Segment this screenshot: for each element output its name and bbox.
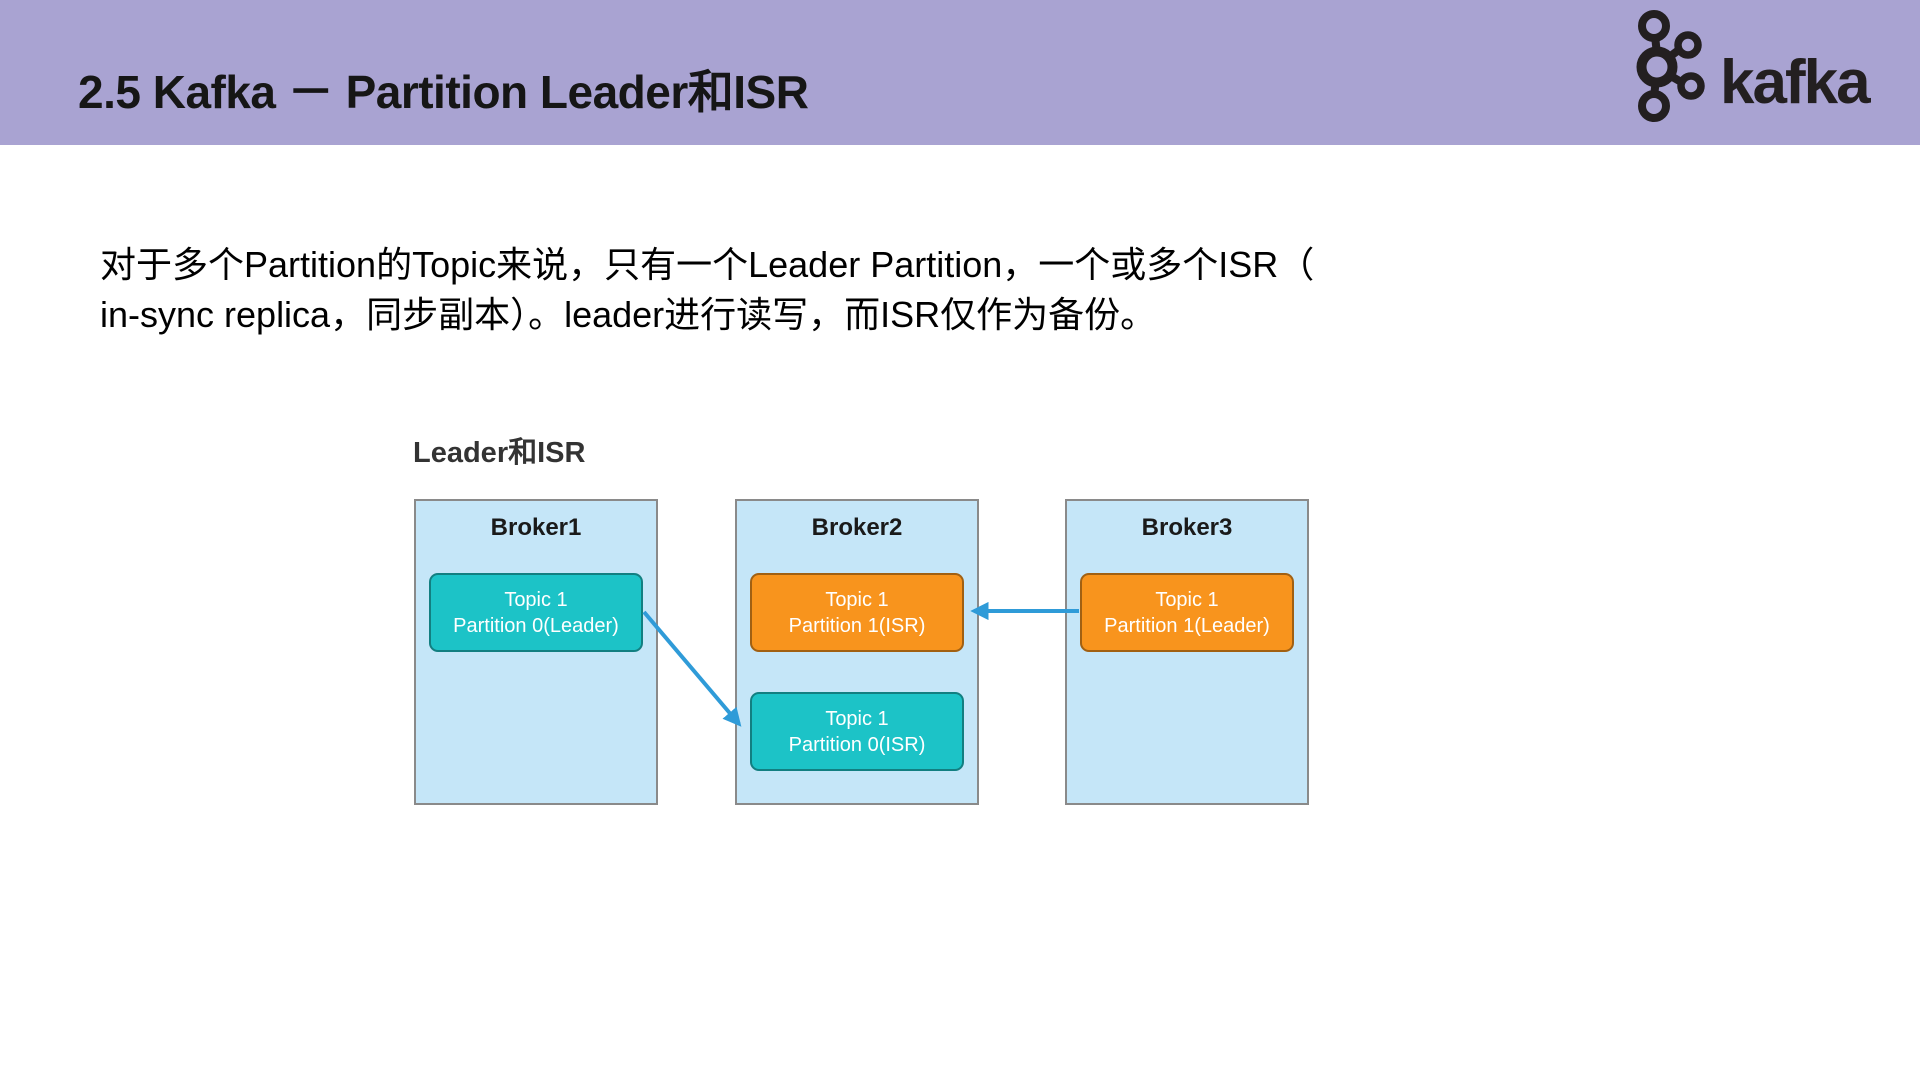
- kafka-logo: kafka: [1630, 6, 1890, 124]
- page-title: 2.5 Kafka － Partition Leader和ISR: [78, 65, 809, 118]
- broker1-box: Broker1 Topic 1 Partition 0(Leader): [414, 499, 658, 805]
- partition-line2: Partition 1(ISR): [788, 614, 926, 637]
- broker2-name: Broker2: [811, 514, 903, 541]
- body-text-line-2: in-sync replica，同步副本）。leader进行读写，而ISR仅作为…: [100, 294, 1157, 335]
- broker2-partition-topic1-p1-isr: Topic 1 Partition 1(ISR): [750, 573, 964, 652]
- header-bar: 2.5 Kafka － Partition Leader和ISR kafka: [0, 0, 1920, 145]
- broker2-partition-topic1-p0-isr: Topic 1 Partition 0(ISR): [750, 692, 964, 771]
- partition-line1: Topic 1: [825, 588, 889, 611]
- body-text-line-1: 对于多个Partition的Topic来说，只有一个Leader Partiti…: [100, 244, 1315, 285]
- broker1-name: Broker1: [490, 514, 582, 541]
- replication-arrow-partition0: [642, 610, 742, 727]
- partition-line2: Partition 0(Leader): [453, 614, 619, 637]
- broker3-name: Broker3: [1141, 514, 1233, 541]
- broker3-partition-topic1-p1-leader: Topic 1 Partition 1(Leader): [1080, 573, 1294, 652]
- kafka-logo-icon: kafka: [1636, 10, 1873, 122]
- broker3-box: Broker3 Topic 1 Partition 1(Leader): [1065, 499, 1309, 805]
- partition-line1: Topic 1: [504, 588, 568, 611]
- body-paragraph: 对于多个Partition的Topic来说，只有一个Leader Partiti…: [100, 240, 1500, 340]
- partition-line1: Topic 1: [1155, 588, 1219, 611]
- broker2-box: Broker2 Topic 1 Partition 1(ISR) Topic 1…: [735, 499, 979, 805]
- broker1-partition-topic1-p0-leader: Topic 1 Partition 0(Leader): [429, 573, 643, 652]
- kafka-wordmark: kafka: [1720, 48, 1871, 117]
- partition-line2: Partition 0(ISR): [788, 733, 926, 756]
- diagram-caption: Leader和ISR: [413, 437, 586, 469]
- partition-line2: Partition 1(Leader): [1104, 614, 1270, 637]
- partition-line1: Topic 1: [825, 707, 889, 730]
